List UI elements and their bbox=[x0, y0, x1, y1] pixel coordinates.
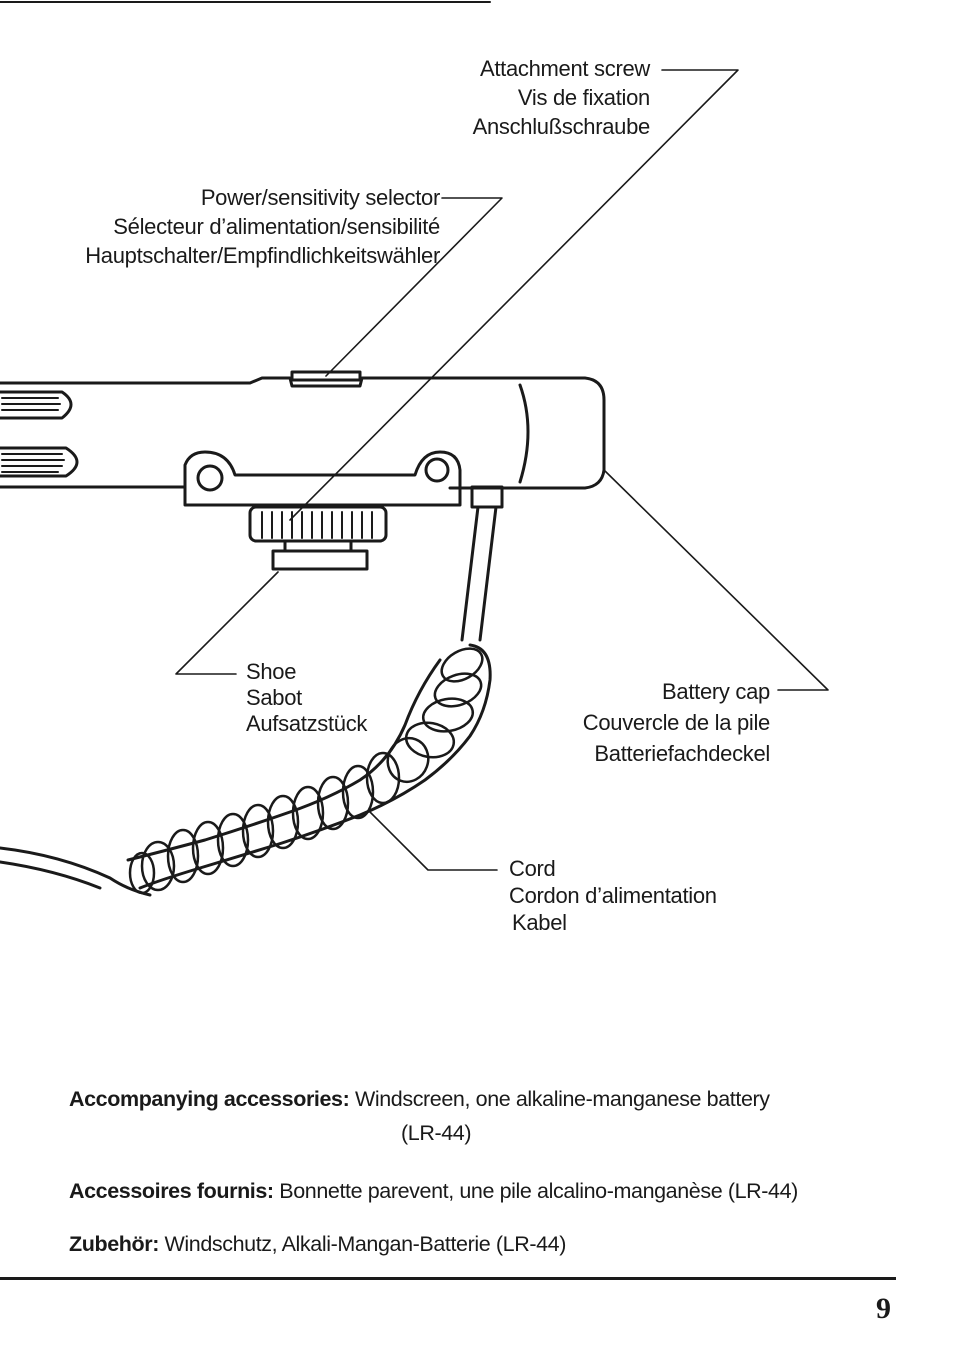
label-power-selector: Power/sensitivity selector Sélecteur d’a… bbox=[85, 185, 440, 268]
page-number: 9 bbox=[876, 1292, 891, 1325]
microphone-body bbox=[0, 376, 606, 490]
accessories-en-continued: (LR-44) bbox=[401, 1121, 472, 1145]
accessories-fr: Accessoires fournis: Bonnette parevent, … bbox=[69, 1179, 798, 1204]
coiled-cord bbox=[0, 643, 492, 897]
shoe-plate bbox=[271, 549, 369, 571]
leader-shoe bbox=[175, 571, 279, 675]
cord-connector bbox=[470, 485, 504, 509]
accessories-en-label: Accompanying accessories: bbox=[69, 1087, 350, 1111]
footer-rule bbox=[0, 1277, 896, 1280]
accessories-fr-text: Bonnette parevent, une pile alcalino-man… bbox=[279, 1179, 798, 1203]
accessories-de-label: Zubehör: bbox=[69, 1232, 159, 1256]
accessories-fr-label: Accessoires fournis: bbox=[69, 1179, 274, 1203]
accessories-en: Accompanying accessories: Windscreen, on… bbox=[69, 1087, 770, 1112]
label-shoe: Shoe Sabot Aufsatzstück bbox=[246, 659, 368, 736]
attachment-screw bbox=[248, 505, 388, 543]
label-attachment-screw: Attachment screw Vis de fixation Anschlu… bbox=[472, 56, 651, 139]
leader-power-selector bbox=[325, 197, 503, 377]
leader-attachment-screw bbox=[289, 69, 739, 521]
selector-knob bbox=[290, 370, 362, 382]
mount-bracket bbox=[183, 450, 462, 507]
leader-cord bbox=[369, 811, 498, 871]
leader-battery-cap bbox=[603, 469, 829, 691]
accessories-de-text: Windschutz, Alkali-Mangan-Batterie (LR-4… bbox=[164, 1232, 567, 1256]
label-battery-cap: Battery cap Couvercle de la pile Batteri… bbox=[582, 679, 771, 766]
accessories-de: Zubehör: Windschutz, Alkali-Mangan-Batte… bbox=[69, 1232, 566, 1257]
accessories-en-text: Windscreen, one alkaline-manganese batte… bbox=[354, 1087, 770, 1111]
label-cord: Cord Cordon d’alimentation Kabel bbox=[509, 856, 717, 935]
